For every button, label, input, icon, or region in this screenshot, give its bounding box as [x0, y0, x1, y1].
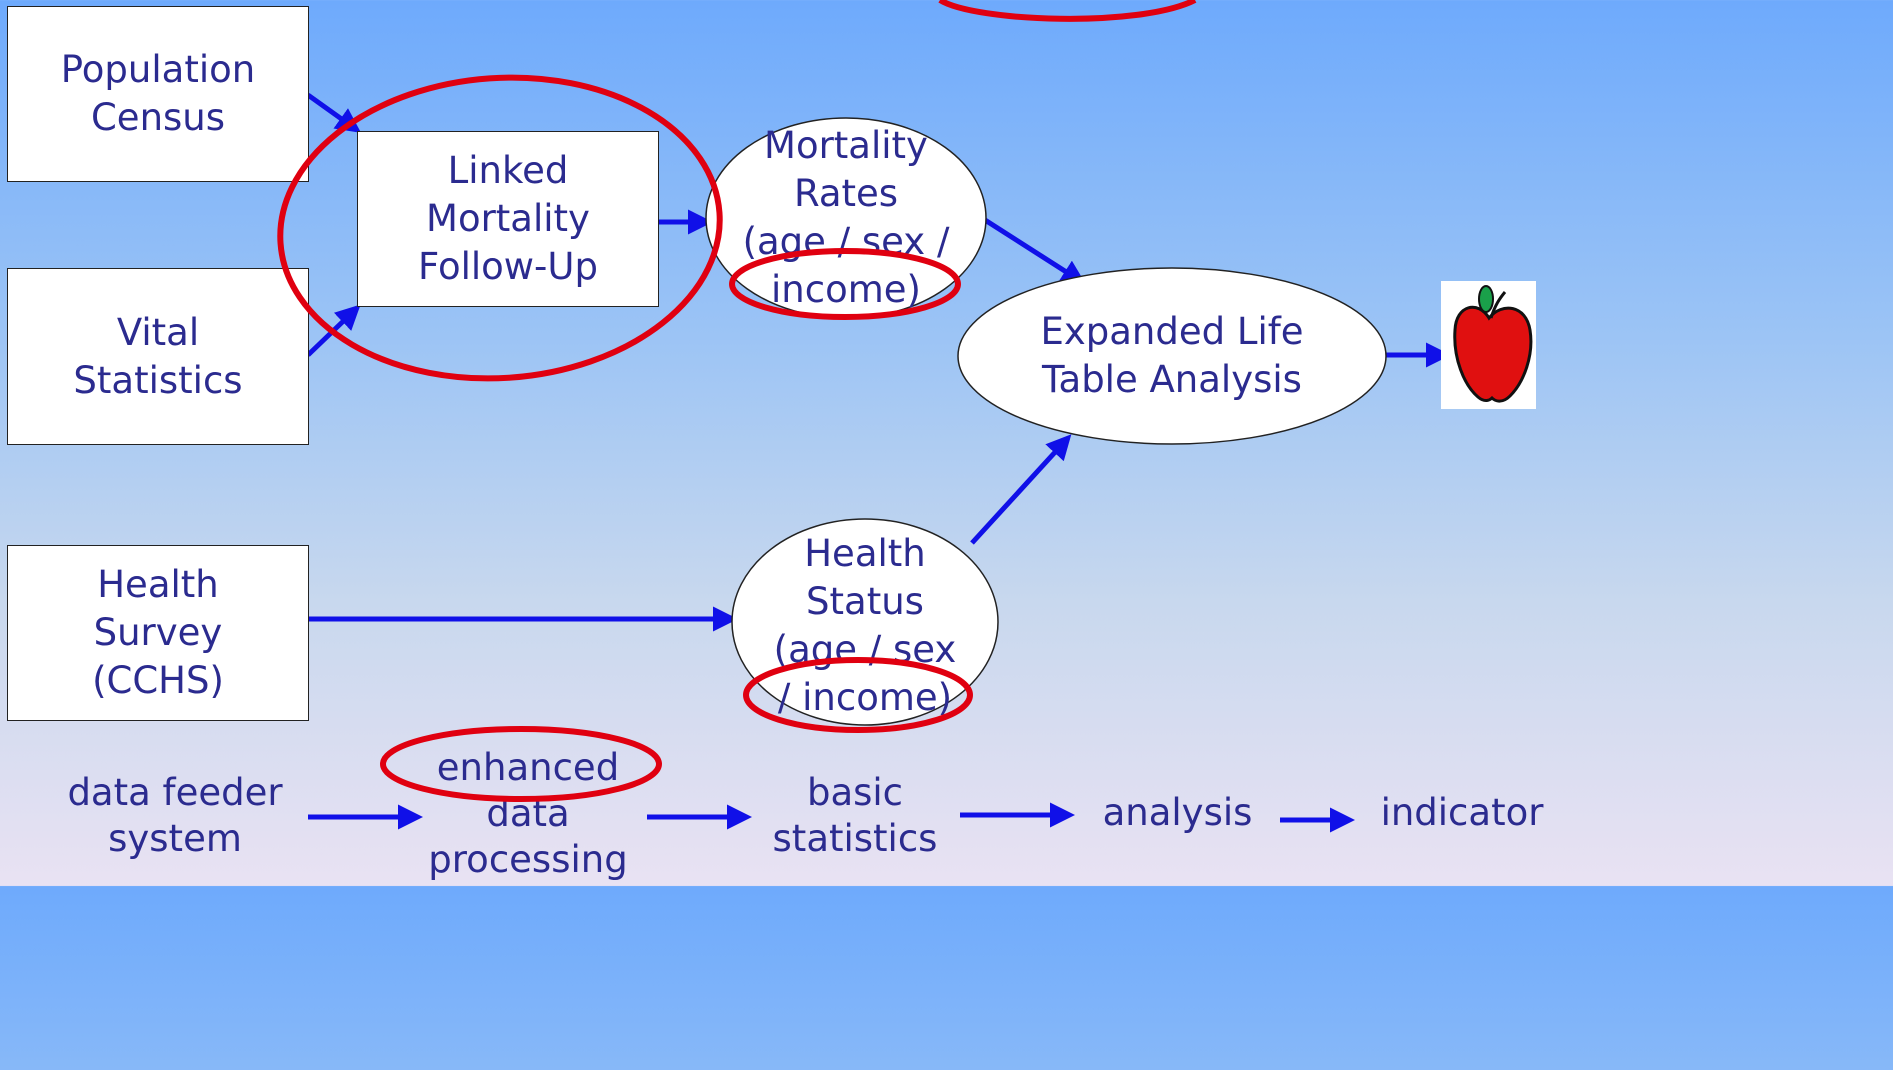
health-survey-line-2: Survey: [93, 611, 223, 654]
mortality-rates-line-2: Rates: [793, 172, 899, 215]
expanded-life-table-ellipse: [957, 267, 1387, 445]
linked-mortality-box: Linked Mortality Follow-Up: [357, 131, 659, 307]
legend-indicator: indicator: [1380, 791, 1544, 834]
mortality-rates-line-4: income): [771, 268, 921, 311]
health-status-label: Health Status (age / sex / income): [732, 528, 998, 724]
mortality-rates-line-1: Mortality: [764, 124, 928, 167]
legend-enhanced: enhanced data processing: [400, 745, 656, 883]
health-status-line-3: (age / sex: [773, 628, 957, 671]
expanded-life-table-line-1: Expanded Life: [1040, 310, 1304, 353]
health-survey-box: Health Survey (CCHS): [7, 545, 309, 721]
legend-data-feeder-line-1: data feeder: [67, 771, 283, 814]
apple-icon: [1441, 281, 1536, 409]
expanded-life-table-label: Expanded Life Table Analysis: [958, 268, 1386, 444]
legend-enhanced-line-1: enhanced: [436, 746, 620, 789]
population-census-box: Population Census: [7, 6, 309, 182]
linked-mortality-line-2: Mortality: [426, 197, 590, 240]
population-census-line-1: Population: [60, 48, 256, 91]
legend-basic: basic statistics: [740, 770, 970, 862]
arrow-health-status-to-lifetable: [970, 434, 1072, 545]
legend-enhanced-line-3: processing: [428, 838, 628, 881]
vital-statistics-line-1: Vital: [116, 310, 200, 354]
legend-basic-line-2: statistics: [772, 817, 938, 860]
vital-statistics-box: Vital Statistics: [7, 268, 309, 445]
legend-data-feeder-line-2: system: [108, 817, 242, 860]
legend-basic-line-1: basic: [806, 771, 904, 814]
arrow-vital-to-linked: [306, 304, 361, 357]
legend-analysis: analysis: [1102, 791, 1253, 834]
linked-mortality-line-1: Linked: [447, 149, 569, 192]
expanded-life-table-line-2: Table Analysis: [1042, 358, 1302, 401]
health-status-line-1: Health: [804, 532, 926, 575]
health-survey-line-1: Health: [97, 563, 219, 606]
arrow-census-to-linked: [306, 92, 362, 133]
health-status-line-4: / income): [777, 676, 953, 719]
legend-data-feeder: data feeder system: [40, 770, 310, 862]
arrow-mortality-to-lifetable: [983, 217, 1087, 285]
legend-enhanced-line-2: data: [486, 792, 570, 835]
population-census-line-2: Census: [90, 96, 226, 139]
mortality-rates-label: Mortality Rates (age / sex / income): [706, 118, 986, 318]
mortality-rates-line-3: (age / sex /: [742, 220, 950, 263]
health-status-line-2: Status: [806, 580, 924, 623]
linked-mortality-line-3: Follow-Up: [418, 245, 598, 288]
vital-statistics-line-2: Statistics: [73, 358, 243, 402]
health-survey-line-3: (CCHS): [92, 659, 224, 702]
